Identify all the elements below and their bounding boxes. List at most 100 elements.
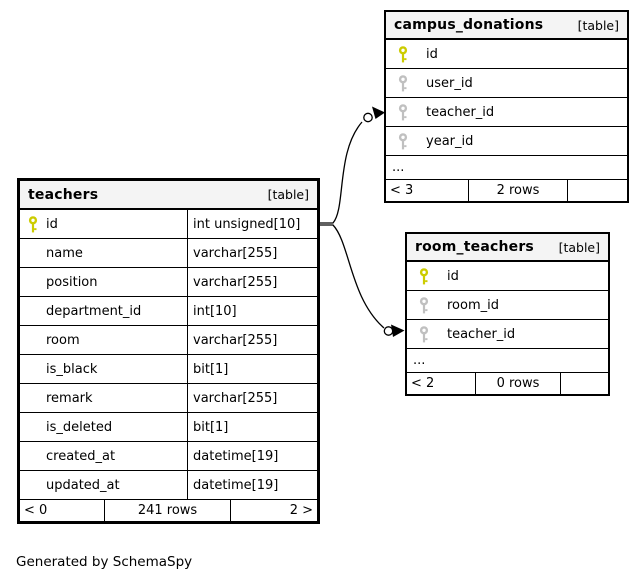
key-slot	[398, 74, 426, 92]
table-type-badge: [table]	[577, 17, 619, 33]
table-footer: < 3 2 rows	[386, 180, 627, 201]
column-name-cell: user_id	[386, 69, 627, 97]
key-slot	[419, 296, 447, 314]
footer-parents-count	[561, 373, 608, 394]
table-header[interactable]: room_teachers [table]	[407, 234, 608, 262]
entity-table-room-teachers[interactable]: room_teachers [table] id	[405, 232, 610, 396]
column-type: bit[1]	[187, 355, 317, 383]
column-row-year-id: year_id	[386, 127, 627, 156]
foreign-key-icon	[398, 103, 408, 120]
column-name: user_id	[426, 75, 473, 91]
column-row-teacher-id: teacher_id	[407, 320, 608, 349]
column-name-cell: id	[20, 210, 187, 238]
column-name: department_id	[46, 303, 142, 319]
primary-key-icon	[28, 215, 38, 232]
column-name: updated_at	[46, 477, 120, 493]
column-name: created_at	[46, 448, 116, 464]
column-type: varchar[255]	[187, 384, 317, 412]
column-name-cell: remark	[20, 384, 187, 412]
column-name: id	[447, 268, 459, 284]
column-name-cell: teacher_id	[407, 320, 608, 348]
table-header[interactable]: teachers [table]	[20, 181, 317, 210]
columns-ellipsis: ...	[407, 349, 608, 373]
column-name: name	[46, 245, 83, 261]
column-type: varchar[255]	[187, 326, 317, 354]
column-row-remark: remark varchar[255]	[20, 384, 317, 413]
foreign-key-icon	[419, 296, 429, 313]
column-name-cell: name	[20, 239, 187, 267]
column-row-id: id	[407, 262, 608, 291]
table-name[interactable]: campus_donations	[394, 17, 544, 33]
column-row-id: id int unsigned[10]	[20, 210, 317, 239]
column-row-is-black: is_black bit[1]	[20, 355, 317, 384]
table-type-badge: [table]	[267, 187, 309, 202]
column-row-user-id: user_id	[386, 69, 627, 98]
foreign-key-icon	[398, 74, 408, 91]
footer-row-count: 2 rows	[468, 180, 568, 201]
fk-connector-room-teachers-teacher-id	[320, 224, 405, 337]
footer-parents-count	[568, 180, 627, 201]
column-name: teacher_id	[426, 104, 495, 120]
column-type: int[10]	[187, 297, 317, 325]
column-row-created-at: created_at datetime[19]	[20, 442, 317, 471]
column-row-name: name varchar[255]	[20, 239, 317, 268]
column-name-cell: is_black	[20, 355, 187, 383]
key-slot	[398, 45, 426, 63]
column-name-cell: created_at	[20, 442, 187, 470]
column-row-is-deleted: is_deleted bit[1]	[20, 413, 317, 442]
column-type: varchar[255]	[187, 239, 317, 267]
column-name: id	[426, 46, 438, 62]
primary-key-icon	[398, 45, 408, 62]
table-header[interactable]: campus_donations [table]	[386, 12, 627, 40]
column-name-cell: year_id	[386, 127, 627, 155]
foreign-key-icon	[398, 132, 408, 149]
key-slot	[28, 215, 46, 233]
cardinality-circle	[383, 326, 394, 336]
column-name: position	[46, 274, 98, 290]
column-name: room_id	[447, 297, 499, 313]
key-slot	[398, 103, 426, 121]
table-footer: < 0 241 rows 2 >	[20, 500, 317, 521]
column-name-cell: is_deleted	[20, 413, 187, 441]
fk-connector-campus-donations-teacher-id	[320, 106, 385, 224]
footer-parents-count: 2 >	[289, 503, 313, 518]
cardinality-circle	[363, 112, 373, 123]
key-slot	[398, 132, 426, 150]
column-name-cell: updated_at	[20, 471, 187, 499]
table-footer: < 2 0 rows	[407, 373, 608, 394]
column-name-cell: room	[20, 326, 187, 354]
footer-children-count: < 2	[411, 376, 435, 391]
column-name: is_deleted	[46, 419, 113, 435]
footer-row-count: 0 rows	[475, 373, 561, 394]
foreign-key-icon	[419, 325, 429, 342]
column-name-cell: room_id	[407, 291, 608, 319]
column-type: datetime[19]	[187, 471, 317, 499]
column-name-cell: teacher_id	[386, 98, 627, 126]
column-row-teacher-id: teacher_id	[386, 98, 627, 127]
key-slot	[419, 325, 447, 343]
arrowhead-icon	[372, 106, 385, 119]
column-name: remark	[46, 390, 93, 406]
column-name: is_black	[46, 361, 98, 377]
arrowhead-icon	[391, 324, 405, 337]
entity-table-teachers[interactable]: teachers [table] id int unsigned[10] nam…	[17, 178, 320, 524]
column-row-department-id: department_id int[10]	[20, 297, 317, 326]
primary-key-icon	[419, 267, 429, 284]
column-name-cell: id	[407, 262, 608, 290]
column-name-cell: department_id	[20, 297, 187, 325]
column-row-position: position varchar[255]	[20, 268, 317, 297]
column-name-cell: position	[20, 268, 187, 296]
column-name: room	[46, 332, 80, 348]
table-name[interactable]: teachers	[28, 186, 99, 203]
column-row-updated-at: updated_at datetime[19]	[20, 471, 317, 500]
column-type: bit[1]	[187, 413, 317, 441]
column-name: teacher_id	[447, 326, 516, 342]
column-row-id: id	[386, 40, 627, 69]
column-type: datetime[19]	[187, 442, 317, 470]
generated-by-credit: Generated by SchemaSpy	[16, 554, 193, 570]
column-type: varchar[255]	[187, 268, 317, 296]
entity-table-campus-donations[interactable]: campus_donations [table] id	[384, 10, 629, 203]
column-type: int unsigned[10]	[187, 210, 317, 238]
footer-children-count: < 3	[390, 183, 414, 198]
table-name[interactable]: room_teachers	[415, 239, 534, 255]
